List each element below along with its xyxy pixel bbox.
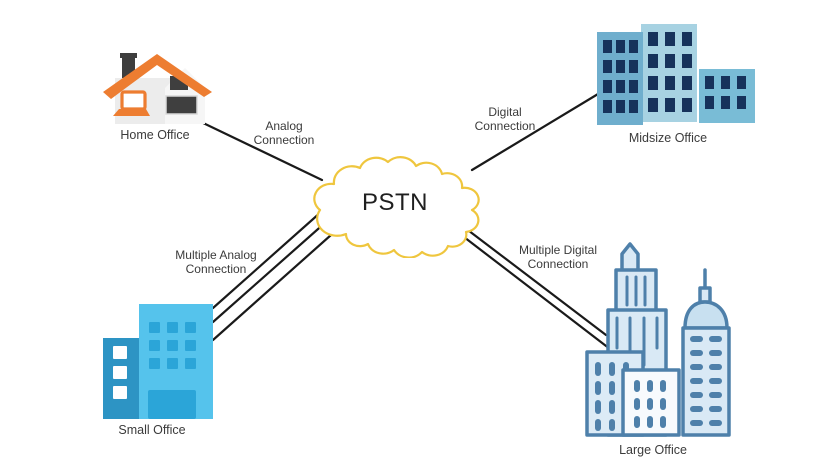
midsize-office-label: Midsize Office (628, 131, 708, 145)
digital-connection-label: Digital Connection (474, 105, 536, 134)
roof (103, 54, 212, 99)
dome-tower (681, 268, 731, 437)
multiple-digital-line-2 (445, 222, 612, 351)
analog-connection-line (197, 119, 324, 182)
cloud-shape (313, 156, 480, 258)
pstn-label: PSTN (361, 189, 428, 216)
front-building (621, 368, 681, 437)
multiple-analog-line-1 (211, 202, 332, 310)
house (103, 53, 212, 124)
small-office-icon (103, 304, 213, 419)
multiple-digital-connection-label: Multiple Digital Connection (518, 243, 598, 272)
windows (603, 32, 746, 113)
multiple-analog-line-3 (211, 225, 342, 342)
large-office-label: Large Office (619, 443, 687, 457)
pstn-cloud (313, 156, 480, 258)
digital-connection-line (470, 92, 600, 172)
small-office-label: Small Office (118, 423, 186, 437)
main-window (165, 95, 198, 115)
midsize-office-icon (597, 24, 755, 125)
multiple-analog-connection-label: Multiple Analog Connection (175, 248, 257, 277)
home-office-label: Home Office (120, 128, 190, 142)
multiple-analog-line-2 (211, 212, 337, 324)
large-office-icon (585, 242, 731, 437)
large-buildings (585, 242, 731, 437)
analog-connection-label: Analog Connection (253, 119, 315, 148)
door (148, 390, 196, 419)
side-windows (113, 346, 127, 399)
laptop-icon (113, 90, 150, 116)
home-office-icon (103, 53, 212, 124)
multiple-digital-line-1 (450, 216, 608, 337)
midsize-buildings (597, 24, 755, 125)
dome-tower-windows (690, 336, 722, 426)
dome (683, 300, 729, 330)
small-buildings (103, 304, 213, 419)
main-windows (149, 322, 196, 369)
